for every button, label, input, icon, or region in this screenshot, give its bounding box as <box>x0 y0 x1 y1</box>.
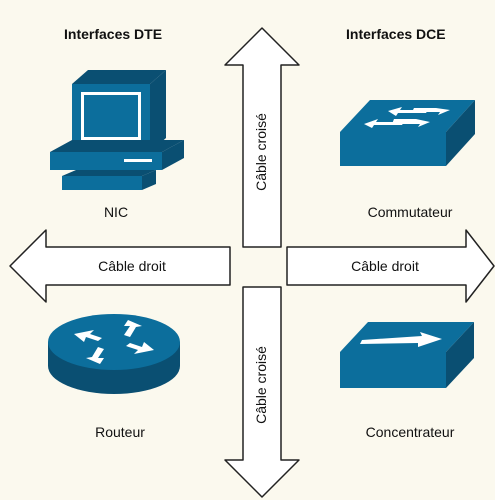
switch-label: Commutateur <box>367 204 453 220</box>
down-arrow-label: Câble croisé <box>253 346 269 424</box>
router-label: Routeur <box>95 424 145 440</box>
hub-icon <box>340 322 474 388</box>
dte-header: Interfaces DTE <box>64 26 163 42</box>
down-arrow: Câble croisé <box>224 286 300 498</box>
up-arrow-label: Câble croisé <box>253 113 269 191</box>
up-arrow: Câble croisé <box>224 27 300 248</box>
left-arrow-label: Câble droit <box>98 258 166 274</box>
hub-label: Concentrateur <box>365 424 455 440</box>
switch-icon <box>340 100 475 166</box>
right-arrow: Câble droit <box>286 229 495 303</box>
nic-label: NIC <box>103 204 129 220</box>
left-arrow: Câble droit <box>9 229 231 303</box>
right-arrow-label: Câble droit <box>351 258 419 274</box>
dce-header: Interfaces DCE <box>346 26 446 42</box>
router-icon <box>48 314 180 394</box>
computer-icon <box>50 70 184 190</box>
